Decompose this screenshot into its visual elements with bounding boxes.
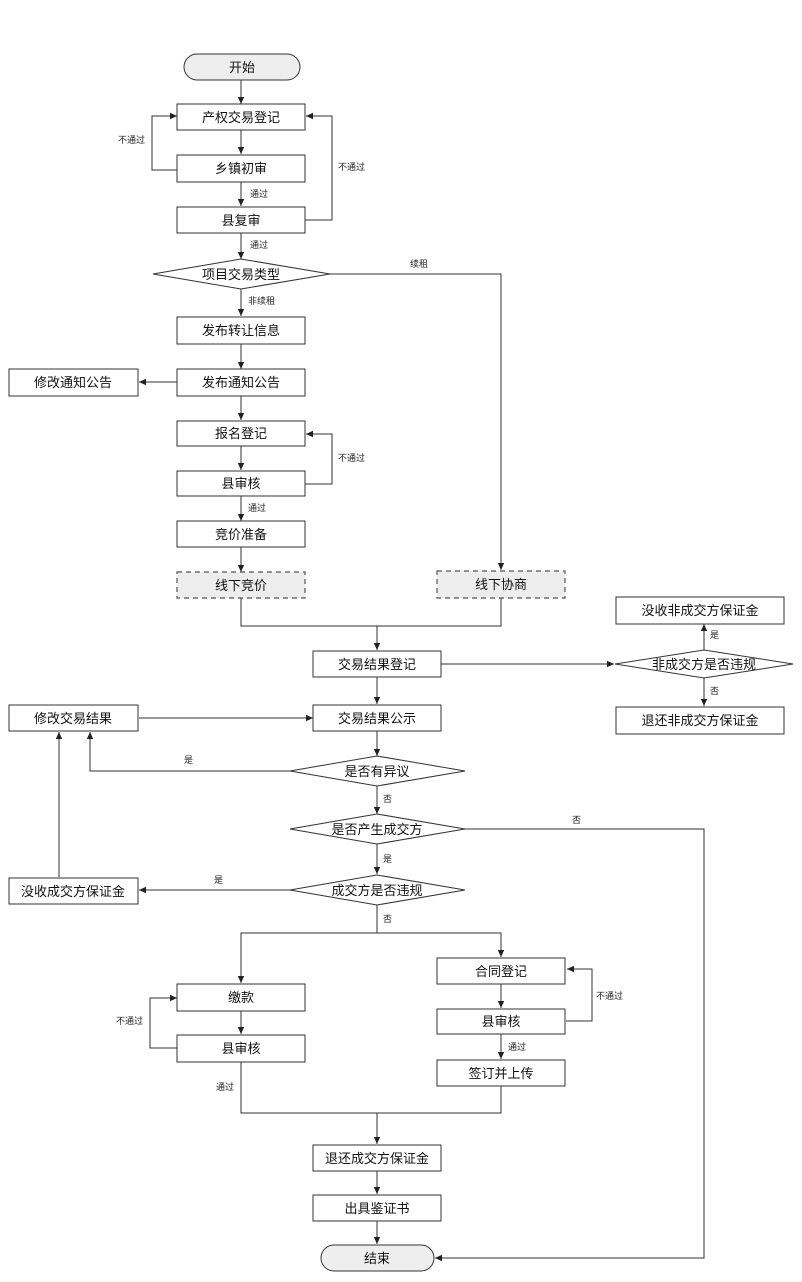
edge-label-fail-contract: 不通过: [596, 990, 623, 1002]
confiscate-deposit-label: 没收成交方保证金: [21, 884, 125, 900]
edge-objection-yes: [86, 732, 290, 772]
bid-prep-label: 竞价准备: [215, 527, 267, 543]
contract-register-node: 合同登记: [436, 957, 566, 985]
project-type-decision: 项目交易类型: [152, 258, 331, 290]
edge-label-pass-contract: 通过: [508, 1041, 526, 1053]
county-check2-node: 县审核: [176, 1034, 306, 1063]
refund-deposit-node: 退还成交方保证金: [312, 1144, 442, 1172]
offline-negotiate-node: 线下协商: [436, 570, 566, 599]
edge-split-contract: [377, 932, 505, 957]
edge-payment-fail: [149, 994, 178, 1049]
edge-label-pass-signup: 通过: [248, 502, 266, 514]
county-review-label: 县复审: [221, 214, 260, 229]
town-review-node: 乡镇初审: [176, 154, 306, 183]
end-node: 结束: [320, 1244, 435, 1272]
refund-non-deposit-label: 退还非成交方保证金: [641, 713, 758, 729]
edge-no-violation-split: [237, 905, 378, 983]
start-label: 开始: [229, 61, 255, 76]
county-check1-label: 县审核: [221, 477, 260, 492]
payment-label: 缴款: [228, 991, 254, 1006]
offline-negotiate-label: 线下协商: [475, 578, 527, 593]
publish-notice-label: 发布通知公告: [202, 375, 280, 391]
non-party-violation-label: 非成交方是否违规: [652, 657, 756, 673]
objection-decision: 是否有异议: [289, 755, 466, 787]
edge-label-non-renewal: 非续租: [248, 295, 275, 307]
edge-town-fail: [151, 112, 178, 171]
party-violation-decision: 成交方是否违规: [289, 874, 466, 906]
project-type-label: 项目交易类型: [202, 267, 280, 283]
county-check3-node: 县审核: [436, 1008, 566, 1035]
connectors: [55, 79, 708, 1262]
refund-deposit-label: 退还成交方保证金: [325, 1151, 429, 1167]
edge-label-fail-signup: 不通过: [338, 452, 365, 464]
county-check2-label: 县审核: [221, 1042, 260, 1057]
county-review-node: 县复审: [176, 206, 306, 234]
payment-node: 缴款: [176, 983, 306, 1012]
result-publicity-label: 交易结果公示: [338, 711, 416, 727]
edge-label-fail-payment: 不通过: [116, 1015, 143, 1027]
objection-label: 是否有异议: [344, 765, 409, 780]
edge-label-pass-town: 通过: [250, 188, 268, 200]
sign-upload-node: 签订并上传: [436, 1059, 566, 1087]
edge-label-no-deal: 否: [572, 815, 581, 826]
signup-node: 报名登记: [176, 420, 306, 447]
register-label: 产权交易登记: [202, 110, 280, 126]
edge-label-yes-objection: 是: [184, 755, 193, 766]
edge-merge-bottom: [240, 1062, 502, 1114]
bid-prep-node: 竞价准备: [176, 520, 306, 548]
certificate-node: 出具鉴证书: [312, 1194, 442, 1222]
edge-bid-merge: [240, 598, 502, 627]
nodes: 开始 产权交易登记 乡镇初审 县复审 项目交易类型 发布转让信息 发布通知公告: [8, 53, 794, 1272]
result-register-node: 交易结果登记: [312, 650, 442, 678]
edge-label-no-non-violation: 否: [710, 686, 719, 697]
confiscate-non-deposit-label: 没收非成交方保证金: [641, 603, 758, 619]
edge-county-fail: [305, 112, 333, 221]
edge-check-fail: [305, 430, 333, 485]
certificate-label: 出具鉴证书: [344, 1202, 409, 1217]
offline-bid-label: 线下竞价: [215, 578, 267, 594]
county-check3-label: 县审核: [481, 1015, 520, 1030]
modify-result-label: 修改交易结果: [34, 711, 112, 727]
result-publicity-node: 交易结果公示: [312, 704, 442, 732]
county-check1-node: 县审核: [176, 470, 306, 497]
non-party-violation-decision: 非成交方是否违规: [614, 649, 794, 679]
modify-notice-node: 修改通知公告: [8, 368, 139, 397]
contract-register-label: 合同登记: [475, 965, 527, 980]
has-deal-decision: 是否产生成交方: [289, 813, 466, 845]
result-register-label: 交易结果登记: [338, 657, 416, 673]
register-node: 产权交易登记: [176, 103, 306, 131]
start-node: 开始: [183, 53, 301, 81]
edge-label-renewal: 续租: [410, 258, 428, 270]
edge-nodeal-end: [435, 828, 705, 1262]
town-review-label: 乡镇初审: [215, 162, 267, 177]
edge-labels: 不通过 通过 不通过 通过 续租 非续租 不通过 通过 是 否 是 否 否 是 …: [116, 134, 719, 1093]
edge-label-no-violation: 否: [383, 914, 392, 925]
publish-transfer-node: 发布转让信息: [176, 316, 306, 345]
edge-type-renewal: [330, 273, 505, 570]
edge-label-yes-violation: 是: [214, 875, 223, 886]
edge-contract-fail: [566, 965, 593, 1022]
refund-non-deposit-node: 退还非成交方保证金: [615, 706, 785, 735]
edge-label-fail-town: 不通过: [118, 134, 145, 146]
edge-label-pass-payment: 通过: [216, 1081, 234, 1093]
party-violation-label: 成交方是否违规: [331, 883, 422, 899]
confiscate-non-deposit-node: 没收非成交方保证金: [615, 596, 785, 625]
publish-notice-node: 发布通知公告: [176, 368, 306, 397]
confiscate-deposit-node: 没收成交方保证金: [8, 877, 139, 905]
sign-upload-label: 签订并上传: [468, 1066, 533, 1082]
edge-label-pass-county: 通过: [250, 239, 268, 251]
edge-label-yes-deal: 是: [383, 854, 392, 865]
edge-label-yes-non-violation: 是: [710, 630, 719, 641]
has-deal-label: 是否产生成交方: [331, 822, 422, 838]
modify-notice-label: 修改通知公告: [34, 375, 112, 391]
end-label: 结束: [364, 1252, 390, 1267]
offline-bid-node: 线下竞价: [176, 571, 306, 599]
edge-label-fail-county: 不通过: [338, 161, 365, 173]
edge-label-no-objection: 否: [383, 794, 392, 805]
modify-result-node: 修改交易结果: [8, 704, 139, 732]
signup-label: 报名登记: [215, 426, 267, 442]
publish-transfer-label: 发布转让信息: [202, 323, 280, 339]
